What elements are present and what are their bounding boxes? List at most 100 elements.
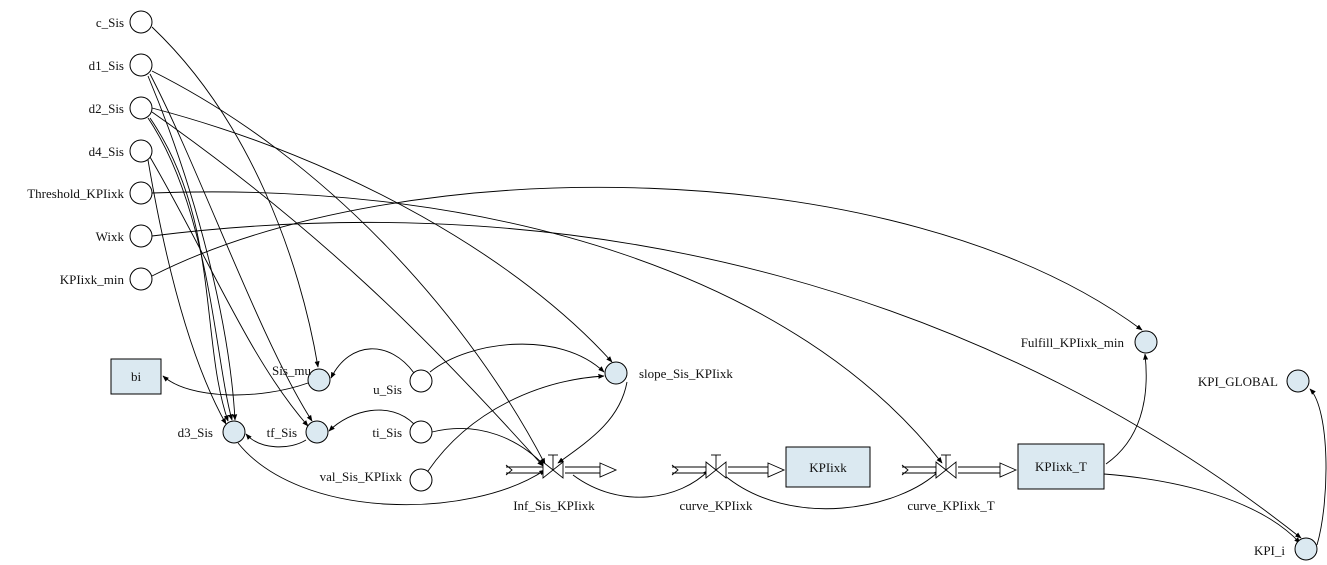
- link-tf_Sis-to-d3_Sis: [245, 433, 307, 448]
- pipe-curve-t-left: [901, 464, 936, 476]
- link-u_Sis-to-slope_Sis_KPIixk: [429, 343, 605, 373]
- pipe-curve-left: [671, 464, 706, 476]
- link-val_Sis_KPIixk-to-slope_Sis_KPIixk: [427, 373, 605, 472]
- link-ti_Sis-to-Inf_Sis_KPIixk: [431, 428, 546, 467]
- node-ti_Sis[interactable]: ti_Sis: [372, 420, 433, 444]
- pipe-inf-right: [565, 462, 618, 478]
- node-d4_Sis[interactable]: d4_Sis: [89, 139, 153, 163]
- pipe-inf-left: [505, 464, 543, 476]
- node-d1_Sis[interactable]: d1_Sis: [89, 53, 153, 77]
- node-bi[interactable]: bi: [110, 358, 162, 395]
- link-KPIixk_min-to-Fulfill_KPIixk_min: [151, 186, 1143, 331]
- node-slope_Sis_KPIixk[interactable]: slope_Sis_KPIixk: [604, 361, 733, 385]
- node-KPIixk_T[interactable]: KPIixk_T: [1017, 443, 1105, 490]
- bi-stock-box[interactable]: [110, 358, 162, 395]
- u_Sis-label: u_Sis: [373, 382, 402, 397]
- KPI_GLOBAL-circle[interactable]: [1286, 369, 1310, 393]
- KPI_i-label: KPI_i: [1254, 543, 1285, 558]
- link-KPIixk_T-to-Fulfill_KPIixk_min: [1105, 353, 1149, 465]
- node-Fulfill_KPIixk_min[interactable]: Fulfill_KPIixk_min: [1021, 330, 1158, 354]
- d4_Sis-label: d4_Sis: [89, 144, 124, 159]
- c_Sis-label: c_Sis: [96, 15, 124, 30]
- KPI_GLOBAL-label: KPI_GLOBAL: [1198, 374, 1278, 389]
- curve_KPIixk-label: curve_KPIixk: [680, 498, 753, 513]
- KPI_i-circle[interactable]: [1294, 537, 1318, 561]
- link-c_Sis-to-Sis_mu: [151, 26, 320, 368]
- d3_Sis-label: d3_Sis: [178, 425, 213, 440]
- node-Wixk[interactable]: Wixk: [96, 224, 153, 248]
- ti_Sis-circle[interactable]: [409, 420, 433, 444]
- link-d2_Sis-to-slope_Sis_KPIixk: [151, 107, 613, 363]
- ti_Sis-label: ti_Sis: [372, 425, 402, 440]
- link-Inf_Sis_KPIixk-to-curve_KPIixk: [572, 469, 710, 498]
- Sis_mu-label: Sis_mu: [272, 363, 312, 378]
- node-u_Sis[interactable]: u_Sis: [373, 369, 433, 397]
- KPIixk-stock-box[interactable]: [785, 446, 871, 488]
- link-KPI_i-to-KPI_GLOBAL: [1309, 388, 1327, 546]
- node-KPIixk_min[interactable]: KPIixk_min: [60, 267, 153, 291]
- link-Sis_mu-to-bi: [162, 375, 309, 396]
- tf_Sis-circle[interactable]: [305, 420, 329, 444]
- link-u_Sis-to-Sis_mu: [330, 348, 415, 379]
- node-KPI_GLOBAL[interactable]: KPI_GLOBAL: [1198, 369, 1310, 393]
- link-d1_Sis-to-d3_Sis: [147, 75, 238, 421]
- node-KPIixk[interactable]: KPIixk: [785, 446, 871, 488]
- Fulfill_KPIixk_min-label: Fulfill_KPIixk_min: [1021, 335, 1125, 350]
- node-val_Sis_KPIixk[interactable]: val_Sis_KPIixk: [320, 468, 433, 492]
- curve_KPIixk_T-valve[interactable]: [935, 454, 957, 479]
- val_Sis_KPIixk-label: val_Sis_KPIixk: [320, 469, 403, 484]
- c_Sis-circle[interactable]: [129, 10, 153, 34]
- node-c_Sis[interactable]: c_Sis: [96, 10, 153, 34]
- link-KPIixk-to-curve_KPIixk_T: [723, 469, 941, 510]
- node-d3_Sis[interactable]: d3_Sis: [178, 420, 246, 444]
- node-curve_KPIixk_T[interactable]: curve_KPIixk_T: [907, 454, 995, 513]
- Threshold_KPIixk-circle[interactable]: [129, 181, 153, 205]
- KPIixk_T-label: KPIixk_T: [1035, 459, 1087, 474]
- link-d4_Sis-to-tf_Sis: [149, 156, 309, 427]
- node-d2_Sis[interactable]: d2_Sis: [89, 96, 153, 120]
- KPIixk_T-stock-box[interactable]: [1017, 443, 1105, 490]
- link-d2_Sis-to-tf_Sis: [147, 117, 233, 421]
- link-Wixk-to-KPI_i: [151, 221, 1302, 539]
- node-curve_KPIixk[interactable]: curve_KPIixk: [680, 454, 753, 513]
- node-Threshold_KPIixk[interactable]: Threshold_KPIixk: [27, 181, 153, 205]
- KPIixk_min-label: KPIixk_min: [60, 272, 125, 287]
- KPIixk_min-circle[interactable]: [129, 267, 153, 291]
- Fulfill_KPIixk_min-circle[interactable]: [1134, 330, 1158, 354]
- Wixk-circle[interactable]: [129, 224, 153, 248]
- val_Sis_KPIixk-circle[interactable]: [409, 468, 433, 492]
- d1_Sis-circle[interactable]: [129, 53, 153, 77]
- d2_Sis-label: d2_Sis: [89, 101, 124, 116]
- curve_KPIixk-valve[interactable]: [705, 454, 727, 479]
- u_Sis-circle[interactable]: [409, 369, 433, 393]
- Inf_Sis_KPIixk-valve[interactable]: [542, 454, 564, 479]
- pipe-curve-right: [728, 462, 786, 478]
- Threshold_KPIixk-label: Threshold_KPIixk: [27, 186, 124, 201]
- link-d1_Sis-to-tf_Sis: [149, 73, 313, 422]
- link-d2_Sis-to-Inf_Sis_KPIixk: [151, 111, 544, 467]
- link-d1_Sis-to-Inf_Sis_KPIixk: [151, 70, 546, 465]
- link-slope_Sis_KPIixk-to-Inf_Sis_KPIixk: [557, 381, 628, 464]
- flow-pipes: [505, 462, 1018, 478]
- slope_Sis_KPIixk-label: slope_Sis_KPIixk: [639, 366, 733, 381]
- tf_Sis-label: tf_Sis: [267, 425, 297, 440]
- slope_Sis_KPIixk-circle[interactable]: [604, 361, 628, 385]
- node-KPI_i[interactable]: KPI_i: [1254, 537, 1318, 561]
- Sis_mu-circle[interactable]: [307, 368, 331, 392]
- bi-label: bi: [131, 369, 142, 384]
- link-d3_Sis-to-Inf_Sis_KPIixk: [237, 442, 546, 505]
- d3_Sis-circle[interactable]: [222, 420, 246, 444]
- node-Inf_Sis_KPIixk[interactable]: Inf_Sis_KPIixk: [513, 454, 595, 513]
- d4_Sis-circle[interactable]: [129, 139, 153, 163]
- d2_Sis-circle[interactable]: [129, 96, 153, 120]
- link-Threshold_KPIixk-to-curve_KPIixk_T: [151, 191, 943, 464]
- node-tf_Sis[interactable]: tf_Sis: [267, 420, 329, 444]
- node-Sis_mu[interactable]: Sis_mu: [272, 363, 331, 392]
- d1_Sis-label: d1_Sis: [89, 58, 124, 73]
- diagram-nodes: c_Sis d1_Sis d2_Sis d4_SisThreshold_KPIixkW…: [27, 10, 1318, 561]
- curve_KPIixk_T-label: curve_KPIixk_T: [907, 498, 994, 513]
- link-d2_Sis-to-d3_Sis: [149, 117, 229, 422]
- KPIixk-label: KPIixk: [809, 460, 847, 475]
- causal-links: [147, 26, 1327, 546]
